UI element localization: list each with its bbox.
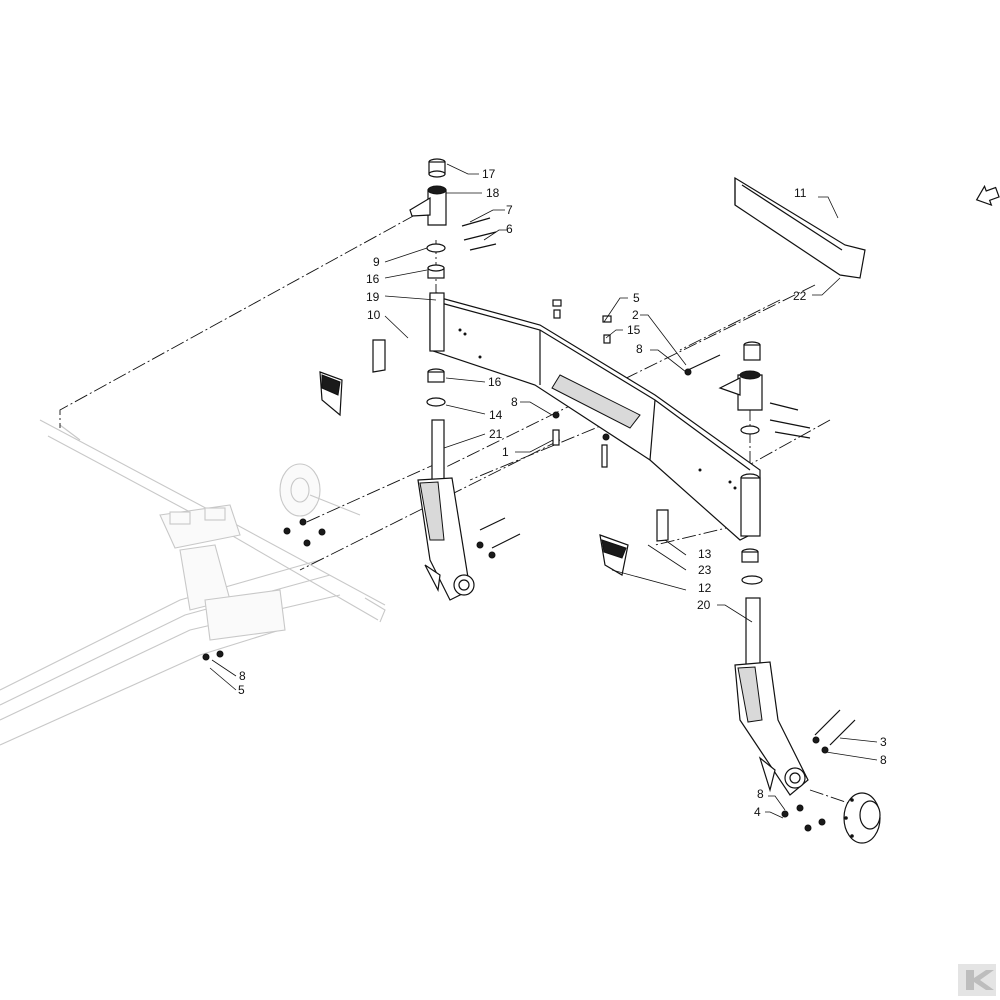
callout-8-right: 8 [880, 753, 887, 767]
callout-labels: 17 18 7 6 9 16 19 10 5 15 2 8 16 14 8 21… [238, 167, 887, 819]
fasteners [202, 299, 856, 832]
callout-20: 20 [697, 598, 711, 612]
callout-8-mid: 8 [511, 395, 518, 409]
arrow-outline-icon [975, 184, 1000, 207]
left-kingpin-stack [409, 158, 497, 279]
callout-22: 22 [793, 289, 807, 303]
callout-4: 4 [754, 805, 761, 819]
callout-2: 2 [632, 308, 639, 322]
callout-15: 15 [627, 323, 641, 337]
callout-14: 14 [489, 408, 503, 422]
callout-7: 7 [506, 203, 513, 217]
callout-3: 3 [880, 735, 887, 749]
callout-5-left: 5 [238, 683, 245, 697]
callout-21: 21 [489, 427, 503, 441]
callout-19: 19 [366, 290, 380, 304]
callout-10: 10 [367, 308, 381, 322]
callout-13: 13 [698, 547, 712, 561]
brackets [319, 339, 669, 576]
right-kingpin-stack [718, 341, 811, 439]
callout-1: 1 [502, 445, 509, 459]
right-spindle-leg [734, 548, 809, 796]
assembly-centerlines [59, 214, 876, 813]
brand-logo-icon [958, 964, 996, 996]
main-crossbeam [429, 292, 761, 541]
shield-panel [734, 176, 866, 279]
callout-18: 18 [486, 186, 500, 200]
callout-8-left: 8 [239, 669, 246, 683]
callout-8-top: 8 [636, 342, 643, 356]
callout-6: 6 [506, 222, 513, 236]
callout-23: 23 [698, 563, 712, 577]
callout-5-top: 5 [633, 291, 640, 305]
left-spindle-leg [417, 368, 475, 601]
callout-17: 17 [482, 167, 496, 181]
callout-16-lower: 16 [488, 375, 502, 389]
callout-9: 9 [373, 255, 380, 269]
background-axle-assembly [0, 419, 386, 746]
leader-lines [209, 163, 878, 819]
callout-8-lower: 8 [757, 787, 764, 801]
callout-16-top: 16 [366, 272, 380, 286]
callout-11: 11 [794, 186, 807, 200]
right-wheel-hub [843, 792, 881, 844]
callout-12: 12 [698, 581, 712, 595]
